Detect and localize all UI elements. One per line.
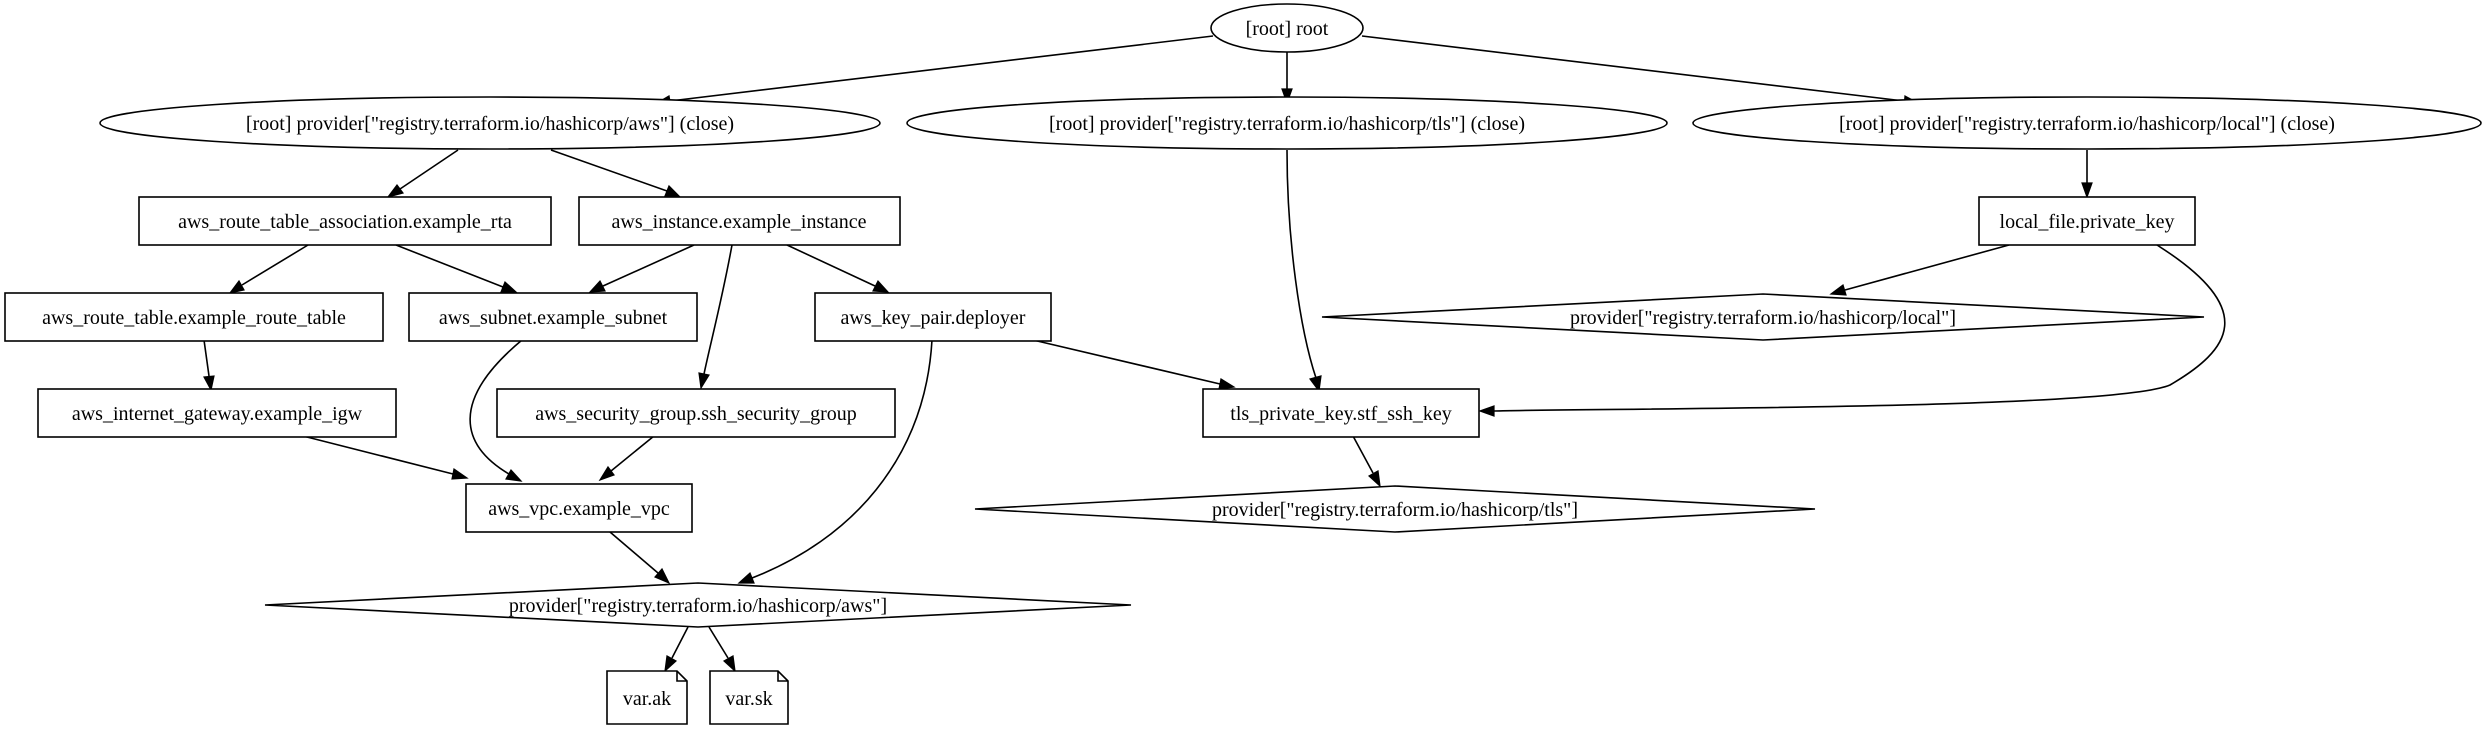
edge-vpc-to-provider-aws [609, 531, 671, 585]
node-igw: aws_internet_gateway.example_igw [37, 388, 397, 438]
edge-key-pair-to-tls-key [1032, 339, 1236, 390]
node-subnet: aws_subnet.example_subnet [408, 292, 698, 342]
edge-root-to-provider-local-close [1361, 35, 1920, 108]
node-provider-aws-close-label: [root] provider["registry.terraform.io/h… [246, 113, 734, 135]
node-var-ak-label: var.ak [623, 688, 671, 710]
node-rta: aws_route_table_association.example_rta [138, 196, 552, 246]
node-route-table-label: aws_route_table.example_route_table [42, 307, 346, 329]
edge-root-to-provider-aws-close [655, 35, 1214, 108]
node-provider-tls-close: [root] provider["registry.terraform.io/h… [906, 96, 1668, 150]
node-igw-label: aws_internet_gateway.example_igw [72, 403, 363, 425]
edge-instance-to-subnet [588, 244, 695, 293]
edge-local-file-to-tls-key [1478, 244, 2226, 417]
node-provider-local-close-label: [root] provider["registry.terraform.io/h… [1839, 113, 2335, 135]
node-key-pair: aws_key_pair.deployer [814, 292, 1052, 342]
node-root-label: [root] root [1246, 18, 1329, 40]
node-provider-local-label: provider["registry.terraform.io/hashicor… [1570, 307, 1956, 329]
node-provider-tls: provider["registry.terraform.io/hashicor… [974, 485, 1816, 533]
edge-root-to-provider-tls-close [1281, 47, 1293, 105]
edge-provider-aws-to-var-ak [664, 626, 689, 673]
node-provider-local: provider["registry.terraform.io/hashicor… [1321, 293, 2205, 341]
edge-local-file-to-provider-local [1829, 244, 2010, 296]
edge-tls-key-to-provider-tls [1352, 435, 1381, 488]
node-provider-tls-label: provider["registry.terraform.io/hashicor… [1212, 499, 1578, 521]
node-key-pair-label: aws_key_pair.deployer [841, 307, 1026, 329]
node-provider-aws: provider["registry.terraform.io/hashicor… [264, 582, 1132, 628]
node-var-sk-label: var.sk [725, 688, 772, 710]
edge-instance-to-key-pair [786, 244, 890, 293]
node-local-file: local_file.private_key [1978, 196, 2196, 246]
edge-provider-local-close-to-local-file [2081, 150, 2093, 199]
nodes: [root] root [root] provider["registry.te… [4, 3, 2482, 725]
node-vpc-label: aws_vpc.example_vpc [488, 498, 670, 520]
node-route-table: aws_route_table.example_route_table [4, 292, 384, 342]
edge-provider-aws-close-to-instance [550, 149, 682, 198]
node-instance-label: aws_instance.example_instance [612, 211, 867, 233]
node-rta-label: aws_route_table_association.example_rta [178, 211, 512, 233]
node-vpc: aws_vpc.example_vpc [465, 483, 693, 533]
edge-rta-to-route-table [228, 244, 309, 294]
edges [203, 35, 2226, 673]
edge-instance-to-sg [698, 244, 733, 390]
edge-provider-aws-to-var-sk [708, 626, 736, 673]
node-provider-local-close: [root] provider["registry.terraform.io/h… [1692, 96, 2482, 150]
node-instance: aws_instance.example_instance [578, 196, 901, 246]
edge-key-pair-to-provider-aws [737, 339, 933, 584]
edge-rta-to-subnet [395, 244, 518, 293]
edge-provider-tls-close-to-tls-key [1286, 149, 1322, 393]
node-provider-aws-label: provider["registry.terraform.io/hashicor… [509, 595, 887, 617]
node-local-file-label: local_file.private_key [2000, 211, 2175, 233]
edge-route-table-to-igw [203, 339, 215, 392]
node-tls-key-label: tls_private_key.stf_ssh_key [1230, 403, 1451, 425]
node-var-sk: var.sk [709, 670, 789, 725]
node-tls-key: tls_private_key.stf_ssh_key [1202, 388, 1480, 438]
edge-sg-to-vpc [598, 435, 655, 482]
edge-provider-aws-close-to-rta [386, 149, 459, 199]
node-subnet-label: aws_subnet.example_subnet [439, 307, 668, 329]
edge-subnet-to-vpc [469, 339, 523, 482]
node-sg-label: aws_security_group.ssh_security_group [535, 403, 857, 425]
node-sg: aws_security_group.ssh_security_group [496, 388, 896, 438]
node-provider-tls-close-label: [root] provider["registry.terraform.io/h… [1049, 113, 1525, 135]
node-provider-aws-close: [root] provider["registry.terraform.io/h… [99, 96, 881, 150]
node-var-ak: var.ak [606, 670, 688, 725]
node-root: [root] root [1210, 3, 1364, 53]
edge-igw-to-vpc [302, 435, 469, 480]
